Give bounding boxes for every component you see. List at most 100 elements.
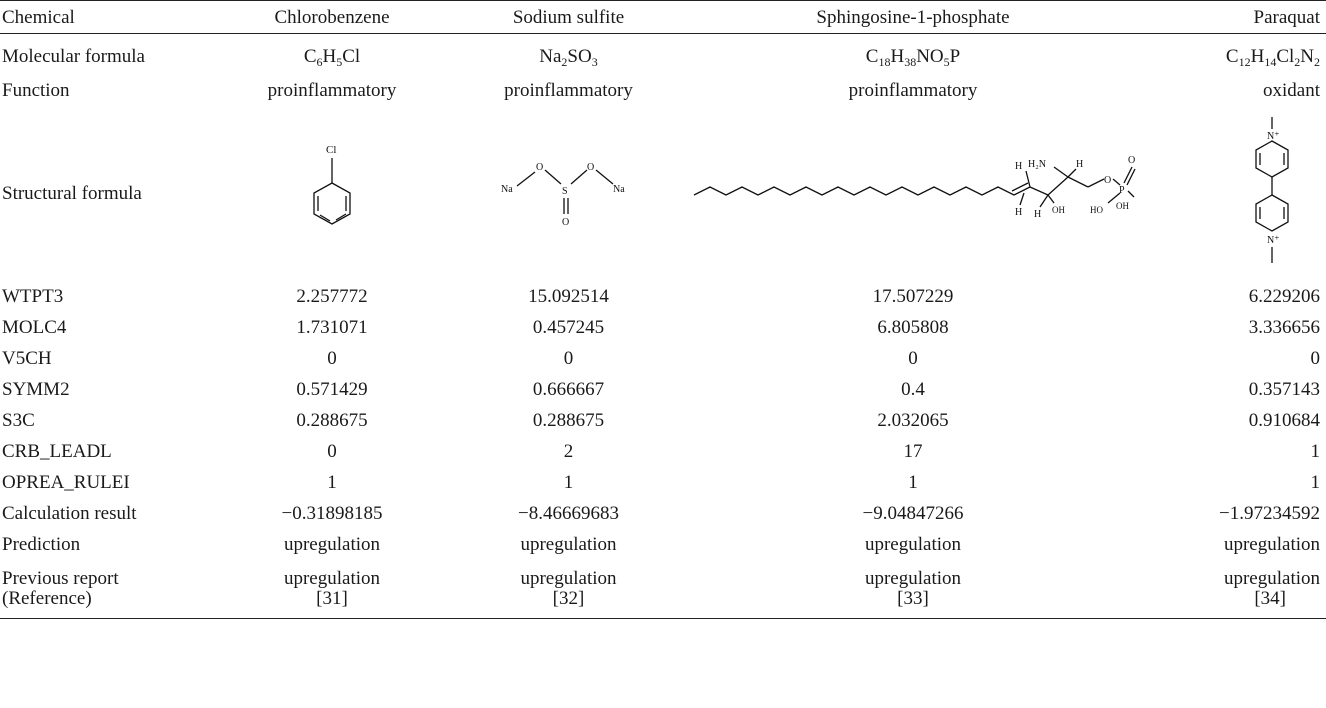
row-label: OPREA_RULEI (2, 472, 130, 493)
report-paraquat: upregulation [34] (1141, 560, 1326, 619)
atom-o-left: O (536, 162, 543, 173)
row-label: Prediction (2, 534, 81, 555)
function-chlorobenzene: proinflammatory (267, 79, 397, 101)
table-cell: upregulation (520, 534, 617, 555)
table-cell: upregulation (1223, 534, 1320, 555)
table-cell: 0 (563, 348, 574, 369)
table-cell: 0.571429 (296, 379, 368, 400)
table-cell: upregulation (864, 534, 962, 555)
report-chlorobenzene: upregulation [31] (212, 560, 452, 619)
report-value: upregulation (283, 568, 381, 590)
chlorobenzene-structure: Cl (313, 144, 351, 225)
formula-text: Na (539, 46, 562, 67)
formula-subscript: 5 (336, 55, 343, 69)
report-value: upregulation (1223, 568, 1320, 590)
atom-o-ester: O (1104, 175, 1111, 186)
row-label: Calculation result (2, 503, 137, 524)
table-cell: −9.04847266 (862, 503, 964, 524)
formula-sodium-sulfite: Na2SO3 (452, 34, 685, 76)
atom-o-double: O (1128, 155, 1135, 166)
report-ref: [31] (316, 588, 348, 609)
atom-n-top: N⁺ (1267, 131, 1280, 142)
table-cell: 17 (903, 441, 923, 462)
formula-text: NO (916, 46, 944, 67)
table-cell: 0 (1310, 348, 1321, 369)
formula-text: H (1250, 46, 1265, 67)
sodium-sulfite-structure: Na O S O Na O (501, 162, 625, 228)
table-cell: 0.457245 (532, 317, 605, 338)
table-cell: 0.288675 (296, 410, 368, 431)
formula-subscript: 38 (904, 55, 917, 69)
header-chlorobenzene: Chlorobenzene (212, 0, 452, 34)
formula-subscript: 18 (878, 55, 891, 69)
formula-text: Cl (342, 46, 361, 67)
atom-h2n: H₂N (1028, 159, 1046, 170)
row-label: SYMM2 (2, 379, 70, 400)
table-cell: 2.257772 (296, 286, 368, 307)
header-paraquat: Paraquat (1141, 0, 1326, 34)
function-paraquat: oxidant (1263, 79, 1320, 101)
header-row: Chemical Chlorobenzene Sodium sulfite Sp… (0, 0, 1326, 34)
table-cell: −1.97234592 (1219, 503, 1320, 524)
table-cell: 0.910684 (1248, 410, 1320, 431)
header-sodium-sulfite: Sodium sulfite (452, 0, 685, 34)
row-label: Molecular formula (2, 46, 145, 67)
atom-oh-chain: OH (1052, 205, 1065, 215)
row-label: WTPT3 (2, 286, 64, 307)
paraquat-structure: N⁺ N⁺ (1255, 117, 1289, 263)
formula-text: SO (567, 46, 592, 67)
table-cell: 1 (1310, 472, 1321, 493)
formula-subscript: 14 (1264, 55, 1277, 69)
report-ref: [34] (1254, 588, 1286, 609)
atom-p: P (1119, 185, 1125, 196)
row-molecular-formula: Molecular formula C6H5Cl Na2SO3 C18H38NO… (0, 34, 1326, 76)
row-label: S3C (2, 410, 35, 431)
table-cell: 0.288675 (532, 410, 605, 431)
row-previous-report: Previous report (Reference) upregulation… (0, 560, 1326, 619)
formula-subscript: 5 (943, 55, 950, 69)
table-cell: 1 (1310, 441, 1321, 462)
formula-text: C (1225, 46, 1239, 67)
atom-h-3: H (1076, 159, 1083, 170)
row-label: MOLC4 (2, 317, 67, 338)
atom-h-5: H (1034, 209, 1041, 220)
atom-na-right: Na (613, 184, 625, 195)
table-cell: 6.229206 (1248, 286, 1320, 307)
table-cell: upregulation (283, 534, 381, 555)
table-cell: 0.357143 (1248, 379, 1320, 400)
formula-subscript: 2 (1294, 55, 1301, 69)
structure-sodium-sulfite: Na O S O Na O (452, 105, 685, 281)
table-cell: 0 (908, 348, 918, 369)
row-structural-formula: Structural formula Cl Na O (0, 105, 1326, 281)
formula-text: H (322, 46, 337, 67)
atom-o-bottom: O (562, 217, 569, 228)
table-cell: 6.805808 (877, 317, 949, 338)
atom-cl: Cl (326, 144, 336, 156)
table-cell: 1 (908, 472, 918, 493)
report-sodium-sulfite: upregulation [32] (452, 560, 685, 619)
atom-na-left: Na (501, 184, 513, 195)
atom-ho-phosphate: HO (1090, 205, 1103, 215)
table-cell: −0.31898185 (281, 503, 383, 524)
row-label: Previous report (Reference) (0, 560, 212, 619)
table-cell: −8.46669683 (518, 503, 619, 524)
atom-s: S (562, 186, 568, 197)
row-label: V5CH (2, 348, 52, 369)
structure-chlorobenzene: Cl (212, 105, 452, 281)
formula-subscript: 2 (1314, 55, 1320, 69)
report-label-line2: (Reference) (2, 588, 92, 609)
formula-text: H (890, 46, 905, 67)
formula-text: C (865, 46, 879, 67)
atom-h-1: H (1015, 161, 1022, 172)
report-s1p: upregulation [33] (685, 560, 1141, 619)
atom-o-right: O (587, 162, 594, 173)
table-cell: 15.092514 (528, 286, 609, 307)
formula-s1p: C18H38NO5P (685, 34, 1141, 76)
report-value: upregulation (864, 568, 962, 590)
formula-subscript: 3 (591, 55, 598, 69)
